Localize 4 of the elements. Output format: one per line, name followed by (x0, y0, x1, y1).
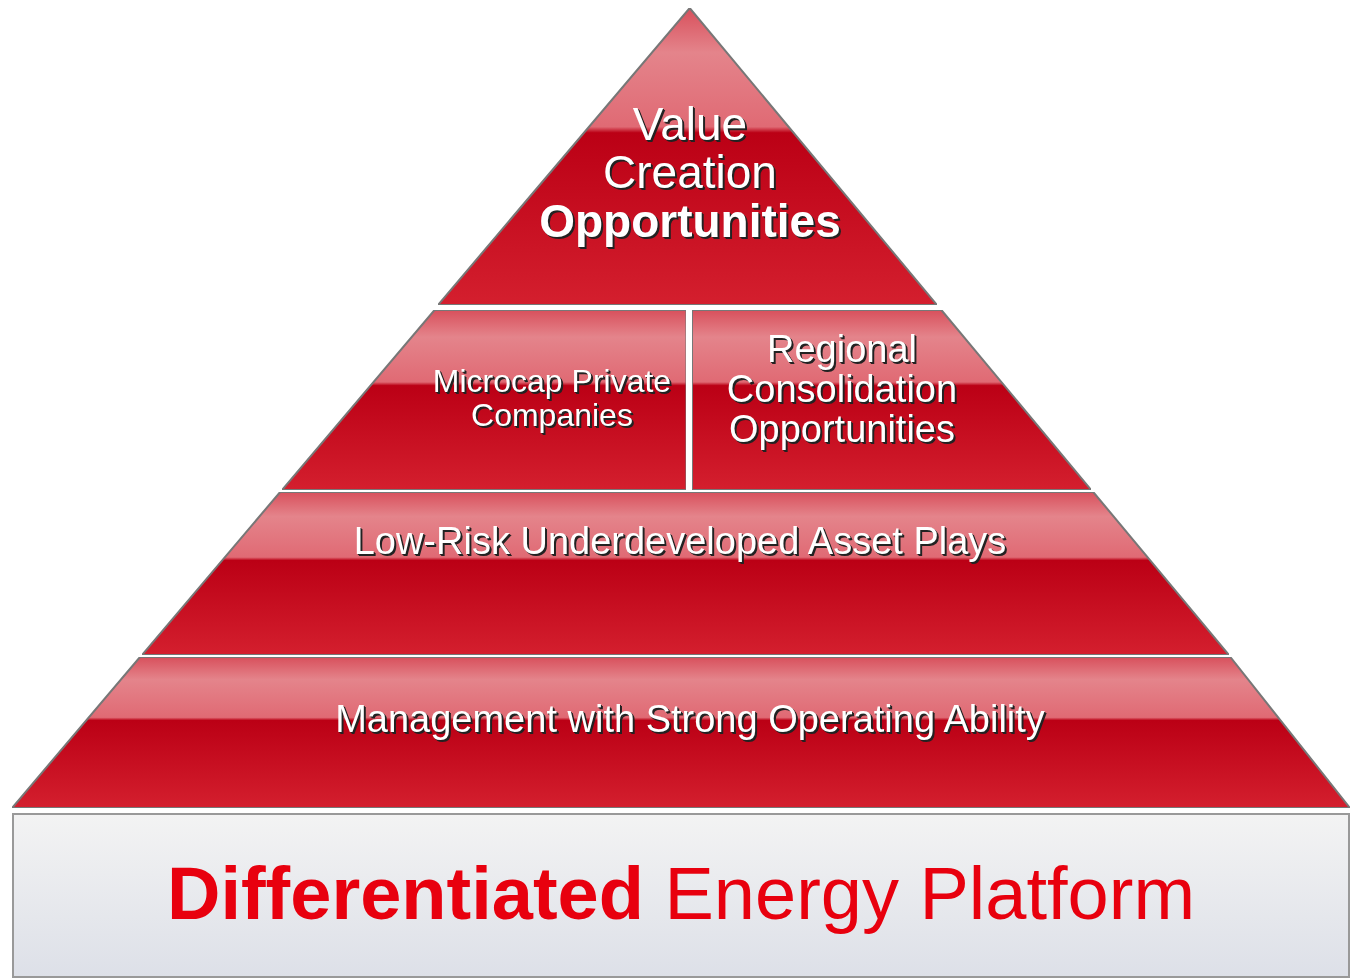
tier-label: Regional Consolidation Opportunities (725, 330, 959, 450)
platform-title: Differentiated Energy Platform (165, 855, 1197, 933)
tier-label: Low-Risk Underdeveloped Asset Plays (352, 522, 1008, 562)
tier-label: Management with Strong Operating Ability (334, 700, 1046, 740)
